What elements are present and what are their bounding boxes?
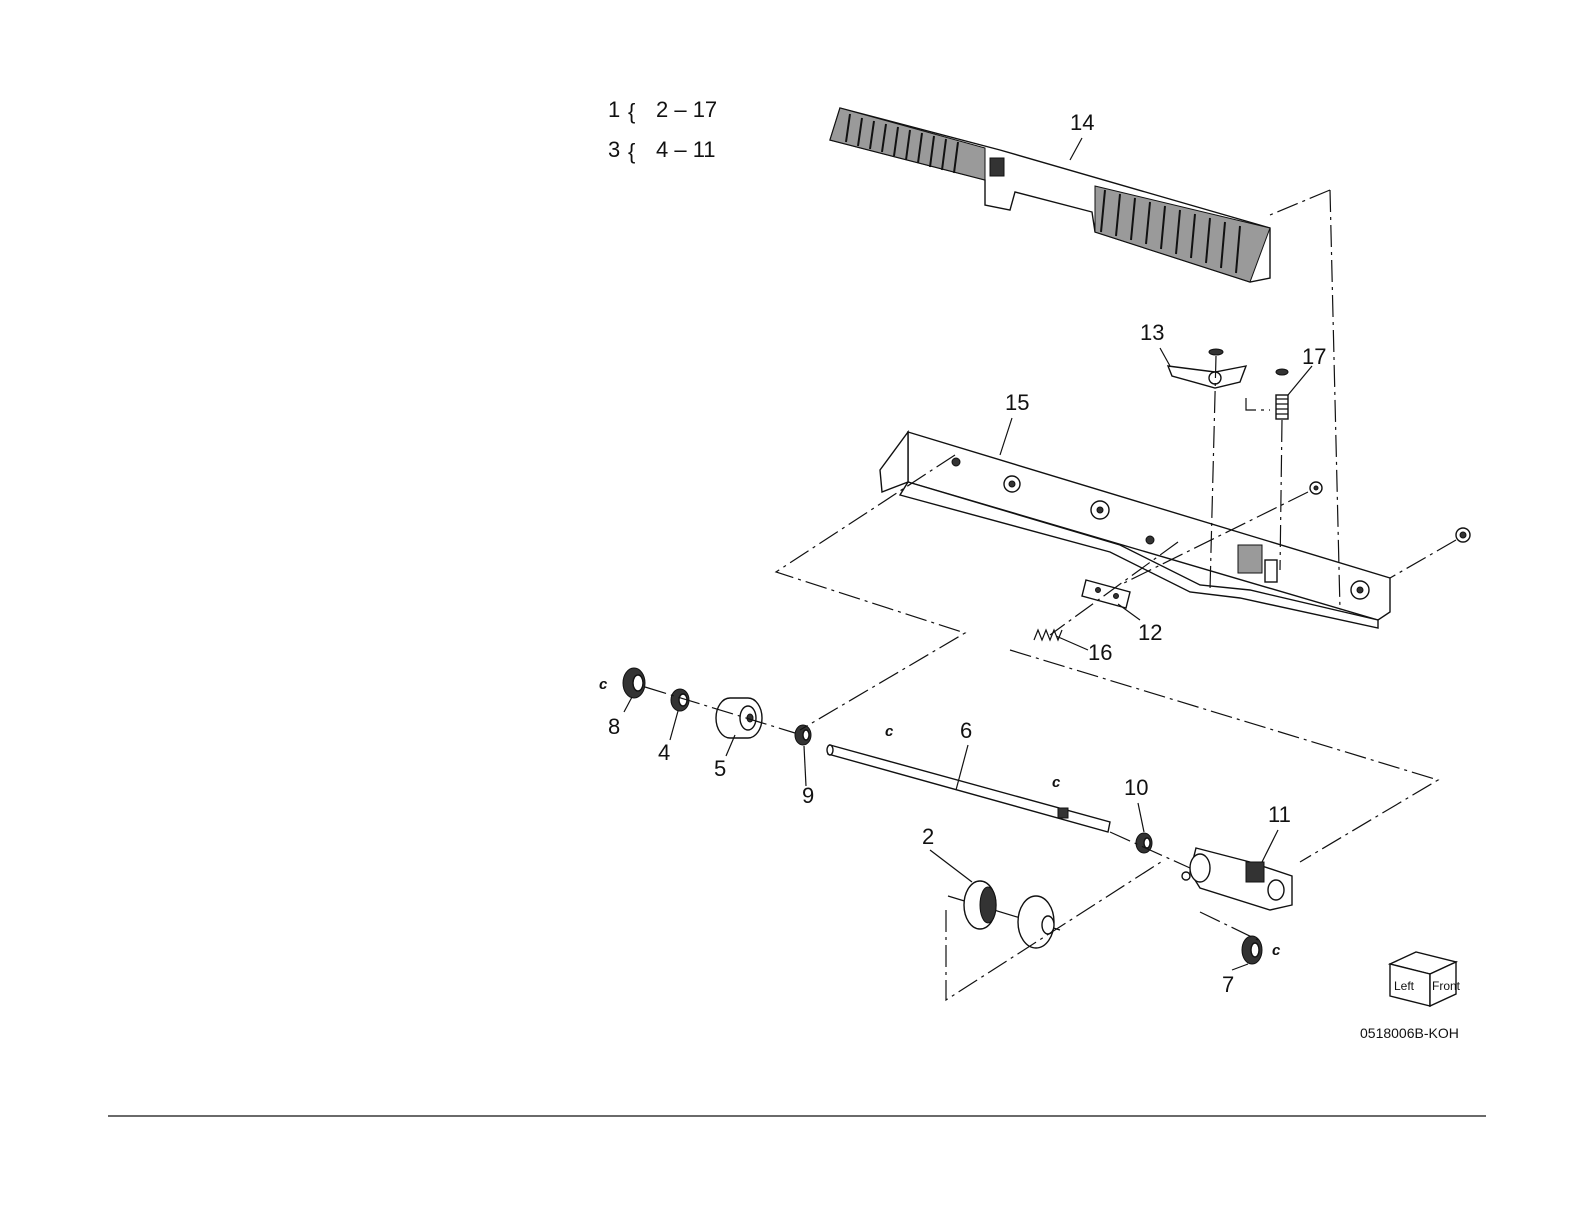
legend-brace-icon: { — [628, 99, 635, 124]
orientation-front-label: Front — [1432, 979, 1461, 993]
legend-range-1: 2 – 17 — [656, 97, 717, 122]
part-16-spring — [1034, 630, 1062, 640]
callout-9: 9 — [802, 783, 814, 808]
callout-12: 12 — [1138, 620, 1162, 645]
drawing-code: 0518006B-KOH — [1360, 1025, 1459, 1041]
part-7-gear — [1242, 936, 1262, 964]
part-6-shaft — [827, 745, 1110, 832]
callout-7: 7 — [1222, 972, 1234, 997]
callout-17: 17 — [1302, 344, 1326, 369]
callout-4: 4 — [658, 740, 670, 765]
callout-14: 14 — [1070, 110, 1094, 135]
callout-11: 11 — [1268, 802, 1291, 827]
part-14-upper-guide — [830, 108, 1270, 282]
c-clip-icon: c — [1052, 774, 1061, 791]
screw-icon — [1310, 482, 1322, 494]
assembly-legend: 1 { 2 – 17 3 { 4 – 11 — [608, 97, 717, 164]
c-clip-icon: c — [1272, 942, 1281, 959]
legend-parent-1: 1 — [608, 97, 620, 122]
callout-6: 6 — [960, 718, 972, 743]
legend-range-3: 4 – 11 — [656, 137, 716, 162]
callout-13: 13 — [1140, 320, 1164, 345]
part-2-feed-roller — [948, 881, 1060, 948]
screw-icon — [1456, 528, 1470, 542]
part-11-bracket — [1182, 848, 1292, 910]
callout-16: 16 — [1088, 640, 1112, 665]
c-clip-icon: c — [599, 676, 608, 693]
part-17-spring — [1276, 369, 1288, 419]
callout-2: 2 — [922, 824, 934, 849]
legend-parent-3: 3 — [608, 137, 620, 162]
callout-15: 15 — [1005, 390, 1029, 415]
c-clip-icon: c — [885, 723, 894, 740]
callout-10: 10 — [1124, 775, 1148, 800]
part-13-lever — [1168, 349, 1246, 388]
orientation-left-label: Left — [1394, 979, 1415, 993]
part-15-frame — [880, 432, 1390, 628]
part-8-gear — [623, 668, 645, 698]
callout-5: 5 — [714, 756, 726, 781]
legend-brace-icon: { — [628, 139, 635, 164]
part-5-roller — [716, 698, 762, 738]
orientation-cube-icon: Left Front — [1390, 952, 1461, 1006]
callout-8: 8 — [608, 714, 620, 739]
